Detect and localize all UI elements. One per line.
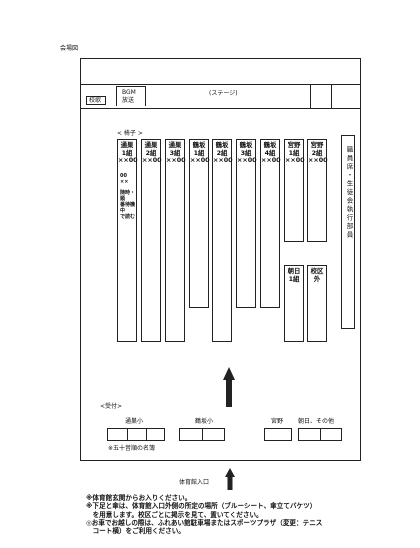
column-line: 鶴坂 [239, 141, 253, 149]
reception-miyano-label: 宮野 [271, 418, 284, 425]
column-note: 00 [120, 172, 127, 179]
column-line: ××00 [237, 156, 257, 165]
column-line: 通巣 [168, 141, 182, 149]
column-line: 通巣 [120, 141, 134, 149]
note-line: コート横）をご利用ください。 [86, 527, 185, 536]
chairs-label: < 椅子 > [117, 130, 143, 137]
column-note: 番待機中 [120, 201, 136, 214]
reception-tsusu-table [107, 428, 165, 441]
entrance-arrow-icon [225, 468, 235, 490]
column-line: ××00 [213, 156, 233, 165]
staff-seats-box: 職員席・生徒会執行部員 [341, 135, 355, 329]
bgm-label: BGM [122, 89, 136, 96]
page-title: 会場図 [60, 45, 79, 52]
staff-seats-label: 職員席・生徒会執行部員 [345, 146, 353, 240]
column-miyano-2: 宮野 2組 ××00 [307, 139, 328, 242]
broadcast-label: 放送 [122, 97, 135, 104]
column-line: 2組 [216, 148, 228, 157]
column-tsusu-2: 通巣 2組 ××00 [141, 139, 162, 342]
school-song-label: 校歌 [89, 97, 102, 104]
column-tsurusaka-4: 鶴坂 4組 ××00 [260, 139, 281, 308]
column-line: ××00 [118, 156, 138, 165]
column-line: 宮野 [310, 141, 324, 149]
reception-tsusu-label: 通巣小 [125, 418, 144, 425]
column-asahi-1: 朝日 1組 [284, 265, 304, 342]
column-line: 2組 [311, 148, 323, 157]
school-song-box: 校歌 [86, 96, 106, 105]
column-tsusu-1: 通巣 1組 ××00 00 ×× 随時・順 番待機中 で読む [117, 139, 138, 342]
column-note: ×× [120, 178, 129, 185]
column-tsusu-3: 通巣 3組 ××00 [165, 139, 186, 342]
column-line: 鶴坂 [215, 141, 229, 149]
column-line: 朝日 [287, 267, 301, 275]
column-line: ××00 [261, 156, 281, 165]
entrance-label: 体育館入口 [179, 479, 210, 486]
note-line: を用意します。校区ごとに掲示を見て、置いてください。 [86, 510, 263, 519]
up-arrow-icon [223, 367, 235, 407]
column-line: 3組 [240, 148, 252, 157]
column-line: ××00 [285, 156, 305, 165]
column-tsurusaka-3: 鶴坂 3組 ××00 [236, 139, 257, 308]
column-tsurusaka-2: 鶴坂 2組 ××00 [212, 139, 233, 342]
column-out-of-district: 校区 外 [307, 265, 327, 342]
column-miyano-1: 宮野 1組 ××00 [284, 139, 305, 242]
column-line: 1組 [193, 148, 205, 157]
stage-right-divider-2 [331, 84, 332, 108]
column-line: 4組 [264, 148, 276, 157]
column-line: ××00 [190, 156, 210, 165]
reception-tsurusaka-table [179, 428, 225, 441]
column-tsurusaka-1: 鶴坂 1組 ××00 [189, 139, 210, 308]
column-line: 鶴坂 [263, 141, 277, 149]
column-note: で読む [120, 213, 136, 220]
reception-miyano-table [264, 428, 292, 441]
column-note: 随時・順 [120, 189, 136, 202]
note-line: ◎お車でお越しの際は、ふれあい館駐車場またはスポーツプラザ（変更：テニス [86, 518, 323, 527]
notes-block: ※体育館玄関からお入りください。 ※下足と傘は、体育館入口外側の所定の場所（ブル… [86, 494, 386, 535]
reception-tsurusaka-label: 鶴坂小 [195, 418, 214, 425]
column-line: ××00 [142, 156, 162, 165]
column-line: 1組 [288, 148, 300, 157]
bgm-box: BGM 放送 [116, 86, 146, 106]
column-line: ××00 [308, 156, 328, 165]
note-line: ※下足と傘は、体育館入口外側の所定の場所（ブルーシート、傘立てバケツ） [86, 502, 317, 511]
column-line: 校区 [310, 267, 324, 275]
reception-label: <受付> [100, 403, 123, 410]
stage-right-divider [310, 84, 311, 108]
column-line: 鶴坂 [192, 141, 206, 149]
column-line: 1組 [288, 274, 300, 283]
column-line: 通巣 [144, 141, 158, 149]
stage-label: (ステージ) [209, 90, 238, 97]
column-line: 1組 [121, 148, 133, 157]
reception-order-note: ※五十音順の名簿 [108, 445, 156, 452]
column-line: 2組 [145, 148, 157, 157]
stage-bottom-line [80, 108, 361, 109]
note-line: ※体育館玄関からお入りください。 [86, 494, 192, 502]
column-line: ××00 [166, 156, 186, 165]
reception-asahi-table [298, 428, 342, 441]
column-line: 宮野 [287, 141, 301, 149]
reception-asahi-label: 朝日、その他 [298, 418, 335, 425]
column-line: 外 [313, 274, 321, 283]
stage-top-line [80, 84, 361, 85]
column-line: 3組 [169, 148, 181, 157]
